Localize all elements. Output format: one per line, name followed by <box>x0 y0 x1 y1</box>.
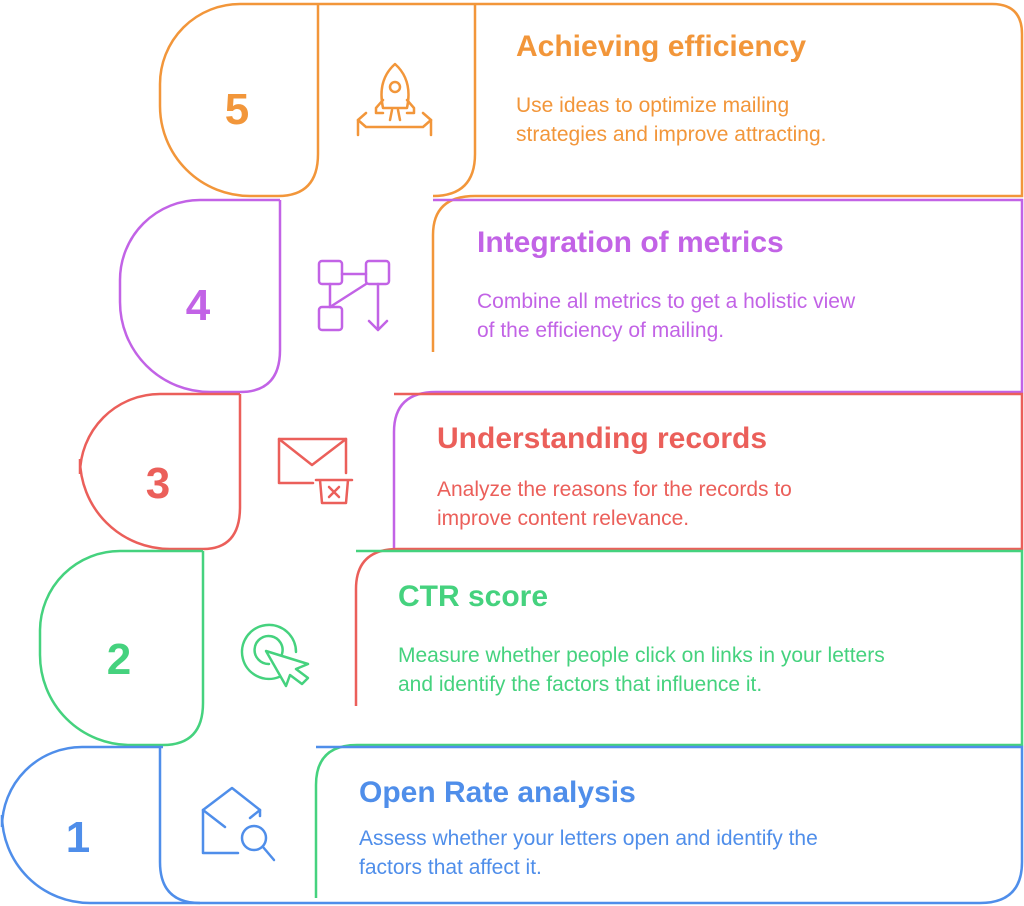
step-1-number-tab <box>0 745 200 905</box>
step-2-number-tab <box>38 549 203 747</box>
step-4-icon-panel <box>239 200 282 394</box>
step-2-desc-line1: Measure whether people click on links in… <box>398 644 885 667</box>
step-1 <box>0 745 1024 905</box>
step-4-number: 4 <box>186 281 211 330</box>
step-1-number: 1 <box>66 813 90 862</box>
step-4-number-tab <box>118 198 280 394</box>
step-5 <box>158 2 1024 352</box>
step-3-desc-line2: improve content relevance. <box>437 507 689 530</box>
step-5-desc-line2: strategies and improve attracting. <box>516 123 827 146</box>
click-cursor-icon <box>240 623 310 688</box>
step-3-desc-line1: Analyze the reasons for the records to <box>437 478 792 501</box>
step-3-icon-panel <box>202 394 242 551</box>
step-4-title: Integration of metrics <box>477 226 784 259</box>
step-5-title: Achieving efficiency <box>516 30 806 63</box>
step-1-text-card <box>158 745 1024 905</box>
step-4-text-card <box>392 198 1024 548</box>
step-1-title: Open Rate analysis <box>359 776 636 809</box>
mail-search-icon <box>201 786 276 862</box>
step-5-icon-panel <box>277 4 477 198</box>
step-2 <box>38 549 1024 898</box>
step-5-number: 5 <box>225 85 249 134</box>
step-5-number-tab <box>158 2 318 198</box>
step-3-number-tab <box>78 392 240 551</box>
step-2-text-card <box>314 549 1024 898</box>
step-2-desc-line2: and identify the factors that influence … <box>398 673 762 696</box>
rocket-icon <box>356 62 433 137</box>
step-3-title: Understanding records <box>437 422 767 455</box>
step-2-number: 2 <box>107 635 131 684</box>
step-4 <box>118 198 1024 548</box>
step-1-desc-line1: Assess whether your letters open and ide… <box>359 827 818 850</box>
step-5-desc-line1: Use ideas to optimize mailing <box>516 94 789 117</box>
step-3-number: 3 <box>146 459 170 508</box>
step-3 <box>78 392 1024 706</box>
step-4-desc-line1: Combine all metrics to get a holistic vi… <box>477 290 856 313</box>
step-3-text-card <box>354 392 1024 706</box>
step-5-text-card <box>318 2 1024 352</box>
step-2-icon-panel <box>162 551 205 747</box>
step-1-desc-line2: factors that affect it. <box>359 856 542 879</box>
flow-merge-icon <box>317 259 391 332</box>
step-2-title: CTR score <box>398 580 548 613</box>
step-4-desc-line2: of the efficiency of mailing. <box>477 319 724 342</box>
mail-delete-icon <box>277 437 354 505</box>
